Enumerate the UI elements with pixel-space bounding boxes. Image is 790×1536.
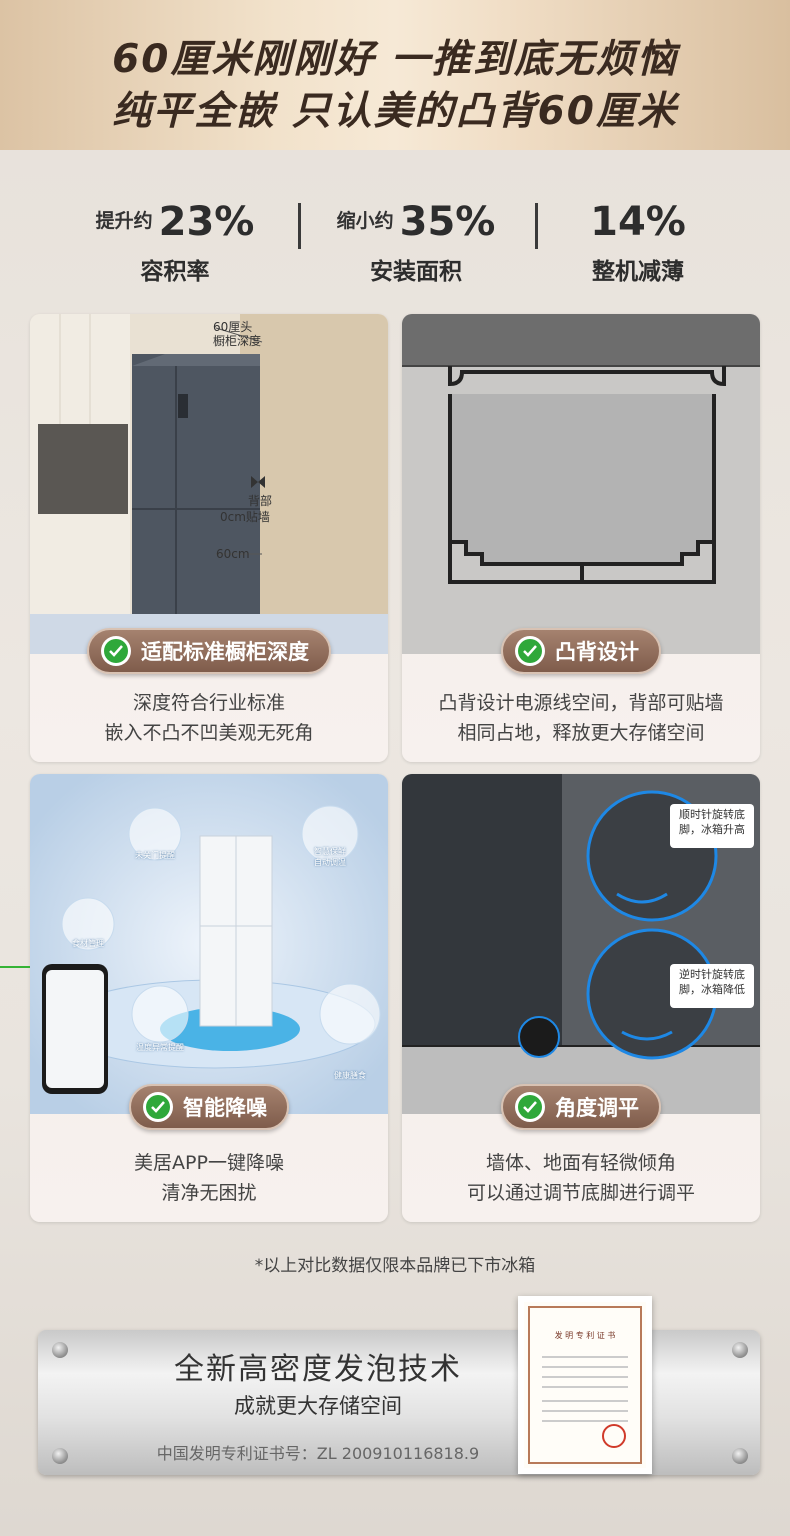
- card-cabinet-depth: 60厘头 橱柜深度 背部 0cm贴墙 60cm 适配标准橱柜深度 深度符合行业标…: [30, 314, 388, 762]
- banner-patent-number: 中国发明专利证书号：ZL 200910116818.9: [156, 1444, 480, 1463]
- check-icon: [143, 1092, 173, 1122]
- banner-subtitle: 成就更大存储空间: [234, 1394, 402, 1418]
- annot-gap: 0cm贴墙: [220, 510, 270, 524]
- caption-line-1: 凸背设计电源线空间，背部可贴墙: [438, 692, 724, 714]
- accent-line: [0, 966, 30, 968]
- check-icon: [101, 636, 131, 666]
- card-angle-level: 顺时针旋转底 脚，冰箱升高 逆时针旋转底 脚，冰箱降低 角度调平 墙体、地面有轻…: [402, 774, 760, 1222]
- feature-pill-angle: 角度调平: [501, 1084, 661, 1130]
- stat-thin-label: 整机减薄: [592, 259, 684, 285]
- bubble-temp-alert: 温度异常提醒: [136, 1043, 184, 1052]
- feature-pill-cabinet: 适配标准橱柜深度: [87, 628, 331, 674]
- bubble-lower: 逆时针旋转底 脚，冰箱降低: [679, 968, 745, 996]
- smart-app-image: 未关门提醒 智慧保鲜 自动调温 食材管理 温度异常提醒 健康膳食: [30, 774, 388, 1114]
- stat-area-label: 安装面积: [370, 259, 462, 285]
- card-smart-noise: 未关门提醒 智慧保鲜 自动调温 食材管理 温度异常提醒 健康膳食 智能降噪 美居…: [30, 774, 388, 1222]
- stat-capacity: 提升约 23% 容积率: [55, 190, 295, 286]
- screw-icon: [732, 1448, 748, 1464]
- caption-line-2: 嵌入不凸不凹美观无死角: [104, 722, 314, 744]
- stat-divider: [298, 203, 301, 249]
- screw-icon: [52, 1342, 68, 1358]
- certificate-line: [542, 1376, 628, 1378]
- bubble-smart-fresh: 智慧保鲜 自动调温: [314, 847, 346, 867]
- certificate-title: 发 明 专 利 证 书: [554, 1331, 616, 1340]
- stat-thin: 14% 整机减薄: [518, 190, 758, 286]
- annot-width: 60cm: [216, 547, 250, 561]
- caption-line-2: 清净无困扰: [161, 1182, 257, 1204]
- certificate-line: [542, 1366, 628, 1368]
- feature-pill-noise: 智能降噪: [129, 1084, 289, 1130]
- footnote: *以上对比数据仅限本品牌已下市冰箱: [254, 1256, 536, 1276]
- stat-area: 缩小约 35% 安装面积: [296, 190, 536, 286]
- card-convex-back: 凸背设计 凸背设计电源线空间，背部可贴墙 相同占地，释放更大存储空间: [402, 314, 760, 762]
- stat-area-prefix: 缩小约: [336, 210, 394, 232]
- check-icon: [515, 1092, 545, 1122]
- caption-line-2: 相同占地，释放更大存储空间: [457, 722, 705, 744]
- certificate-line: [542, 1400, 628, 1402]
- bubble-raise: 顺时针旋转底 脚，冰箱升高: [679, 808, 745, 836]
- stat-thin-value: 14%: [590, 199, 686, 245]
- screw-icon: [732, 1342, 748, 1358]
- stat-area-value: 35%: [399, 199, 496, 245]
- seal-icon: [602, 1424, 626, 1448]
- screw-icon: [52, 1448, 68, 1464]
- hero-banner: 60厘米刚刚好 一推到底无烦恼 纯平全嵌 只认美的凸背60厘米: [0, 0, 790, 150]
- patent-certificate-image: 发 明 专 利 证 书: [518, 1296, 652, 1474]
- certificate-line: [542, 1420, 628, 1422]
- certificate-line: [542, 1356, 628, 1358]
- caption-line-1: 美居APP一键降噪: [134, 1152, 284, 1174]
- annot-depth: 60厘头 橱柜深度: [213, 320, 262, 348]
- pill-label: 适配标准橱柜深度: [141, 640, 309, 664]
- hero-line-1: 60厘米刚刚好 一推到底无烦恼: [112, 37, 678, 82]
- banner-title: 全新高密度发泡技术: [174, 1352, 462, 1387]
- pill-label: 角度调平: [555, 1096, 639, 1120]
- convex-back-diagram: [402, 314, 760, 654]
- check-icon: [515, 636, 545, 666]
- certificate-border: 发 明 专 利 证 书: [528, 1306, 642, 1464]
- stat-capacity-value: 23%: [158, 199, 255, 245]
- bubble-healthy-diet: 健康膳食: [334, 1071, 366, 1080]
- annot-back: 背部: [248, 494, 273, 508]
- stat-divider: [535, 203, 538, 249]
- stats-row: 提升约 23% 容积率 缩小约 35% 安装面积 14% 整机减薄: [0, 190, 790, 290]
- feature-pill-convex: 凸背设计: [501, 628, 661, 674]
- cabinet-fridge-image: 60厘头 橱柜深度 背部 0cm贴墙 60cm: [30, 314, 388, 654]
- pill-label: 凸背设计: [555, 640, 639, 664]
- leveling-feet-image: 顺时针旋转底 脚，冰箱升高 逆时针旋转底 脚，冰箱降低: [402, 774, 760, 1114]
- hero-line-2: 纯平全嵌 只认美的凸背60厘米: [112, 89, 678, 134]
- stat-capacity-label: 容积率: [140, 259, 210, 285]
- caption-line-2: 可以通过调节底脚进行调平: [466, 1182, 695, 1204]
- bubble-door-reminder: 未关门提醒: [135, 851, 175, 860]
- caption-line-1: 墙体、地面有轻微倾角: [485, 1152, 676, 1174]
- certificate-line: [542, 1386, 628, 1388]
- stat-capacity-prefix: 提升约: [95, 210, 153, 232]
- pill-label: 智能降噪: [183, 1096, 267, 1120]
- caption-line-1: 深度符合行业标准: [132, 692, 285, 714]
- certificate-line: [542, 1410, 628, 1412]
- bubble-food-manage: 食材管理: [72, 939, 104, 948]
